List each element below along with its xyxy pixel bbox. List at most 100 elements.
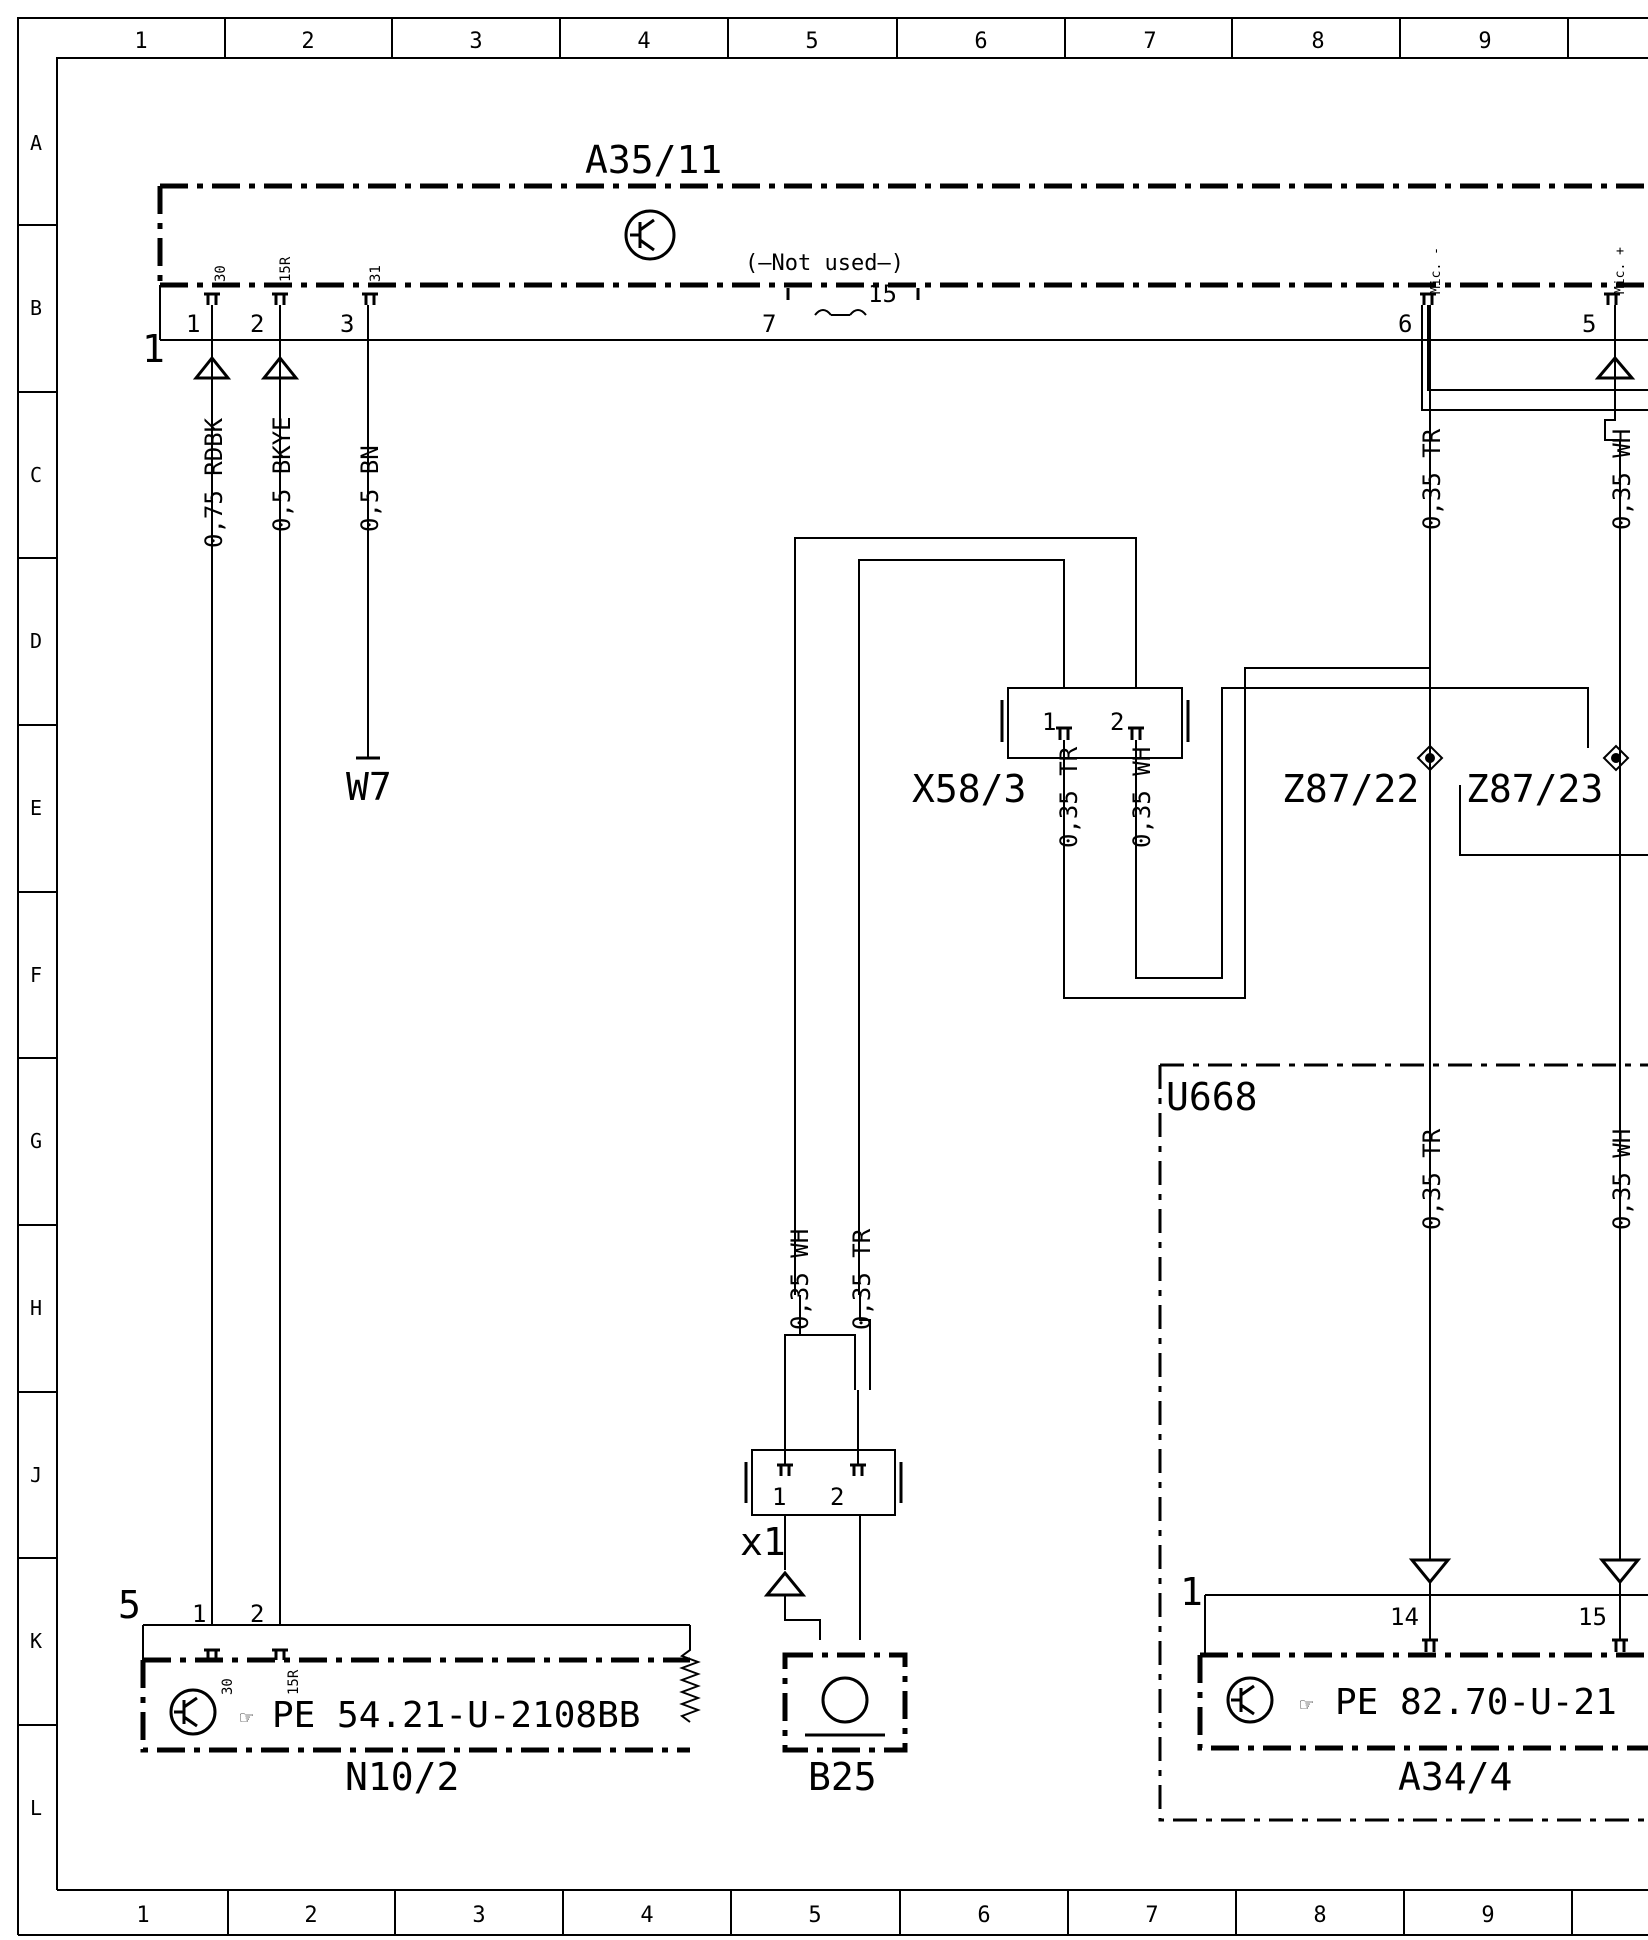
column-label: 1 <box>134 29 147 54</box>
reference-hand-icon: ☞ <box>240 1706 253 1731</box>
terminal-label: 15R <box>286 1669 302 1695</box>
column-label: 3 <box>472 1903 485 1928</box>
microphone-icon <box>805 1676 885 1737</box>
column-label: 9 <box>1481 1903 1494 1928</box>
column-label: 4 <box>640 1903 653 1928</box>
wire-label: 0,35 TR <box>848 1228 876 1330</box>
column-label: 6 <box>974 29 987 54</box>
terminal-label: Mic. + <box>1613 247 1628 294</box>
pin-number: 7 <box>762 310 776 338</box>
wire-label: 0,35 TR <box>1418 1128 1446 1230</box>
column-label: 5 <box>808 1903 821 1928</box>
row-label: E <box>30 796 42 820</box>
pin-number: 1 <box>192 1600 206 1628</box>
row-label: D <box>30 629 42 653</box>
column-label: 7 <box>1143 29 1156 54</box>
row-label: H <box>30 1296 42 1320</box>
row-label: C <box>30 463 42 487</box>
connector-x1: 1 2 x1 <box>740 1295 903 1564</box>
row-label: B <box>30 296 42 320</box>
wire-label: 0,35 WH <box>1608 429 1636 530</box>
splice-z87-23 <box>1602 744 1630 772</box>
component-label-u668: U668 <box>1166 1075 1258 1119</box>
column-label: 4 <box>637 29 650 54</box>
row-labels: A B C D E F G H J K L <box>30 131 42 1820</box>
dashed-box <box>1158 1063 1648 1822</box>
middle-wiring <box>794 537 1589 1295</box>
column-label: 1 <box>136 1903 149 1928</box>
not-used-note: (—Not used—) <box>745 251 904 276</box>
wire-label: 0,35 WH <box>1608 1129 1636 1230</box>
pin-number: 1 <box>772 1483 786 1511</box>
component-label-x58-3: X58/3 <box>912 767 1026 811</box>
splice-z87-22 <box>1416 744 1444 772</box>
wire-label: 0,35 WH <box>786 1229 814 1330</box>
left-wiring <box>192 305 380 1625</box>
pin-number: 15 <box>868 280 897 308</box>
dashed-box <box>157 183 1648 288</box>
column-label: 8 <box>1311 29 1324 54</box>
bus-number: 1 <box>142 327 165 371</box>
dashed-box <box>140 1657 690 1753</box>
pin-number: 15 <box>1578 1603 1607 1631</box>
wire-label-bn: 0,5 BN <box>356 445 384 532</box>
column-label: 6 <box>977 1903 990 1928</box>
pin-number: 14 <box>1390 1603 1419 1631</box>
component-b25: B25 <box>763 1515 908 1799</box>
terminal-label: Mic. - <box>1429 247 1444 294</box>
component-label-x1: x1 <box>740 1520 786 1564</box>
pin-number: 1 <box>186 310 200 338</box>
pin-number: 5 <box>1582 310 1596 338</box>
component-a35-11: A35/11 (—Not used—) 1 1 2 3 7 15 6 5 30 … <box>142 138 1648 371</box>
row-label: G <box>30 1129 42 1153</box>
drawing-frame <box>17 17 1648 1936</box>
terminal-label: 15R <box>278 256 294 282</box>
reference-text: PE 54.21-U-2108BB <box>272 1695 640 1736</box>
component-label-a35-11: A35/11 <box>585 138 722 182</box>
control-unit-icon <box>1226 1676 1274 1724</box>
row-label: A <box>30 131 42 155</box>
row-label: J <box>30 1463 42 1487</box>
component-label-z87-23: Z87/23 <box>1466 767 1603 811</box>
pin-number: 2 <box>250 310 264 338</box>
component-x58-3: 1 2 X58/3 <box>912 687 1190 811</box>
terminal-label: 30 <box>220 1678 236 1695</box>
terminal-label: 31 <box>368 265 384 282</box>
pin-number: 3 <box>340 310 354 338</box>
right-wiring <box>1421 305 1648 1560</box>
column-label: 2 <box>301 29 314 54</box>
column-labels-bottom: 1 2 3 4 5 6 7 8 9 <box>136 1903 1494 1928</box>
component-n10-2: 5 1 2 30 15R ☞ PE 54.21-U-2108BB N10/2 <box>118 1583 701 1799</box>
column-label: 8 <box>1313 1903 1326 1928</box>
column-label: 3 <box>469 29 482 54</box>
reference-hand-icon: ☞ <box>1300 1693 1313 1718</box>
wire-label-bkye: 0,5 BKYE <box>268 416 296 532</box>
bus-line <box>159 285 1648 341</box>
wire-label-rdbk: 0,75 RDBK <box>200 417 228 548</box>
component-u668: U668 <box>1158 1063 1648 1822</box>
component-label-a34-4: A34/4 <box>1398 1755 1512 1799</box>
pin-number: 1 <box>1042 708 1056 736</box>
column-label: 2 <box>304 1903 317 1928</box>
pin-number: 6 <box>1398 310 1412 338</box>
column-label: 7 <box>1145 1903 1158 1928</box>
column-label: 5 <box>805 29 818 54</box>
component-label-w7: W7 <box>346 765 392 809</box>
pin-number: 2 <box>250 1600 264 1628</box>
row-label: K <box>30 1629 42 1653</box>
row-label: L <box>30 1796 42 1820</box>
component-label-b25: B25 <box>808 1755 877 1799</box>
control-unit-icon <box>169 1688 217 1736</box>
dashed-box <box>1197 1652 1648 1751</box>
bus-number: 1 <box>1180 1570 1203 1614</box>
control-unit-icon <box>624 209 676 261</box>
wire-label: 0,35 TR <box>1055 746 1083 848</box>
bus-number: 5 <box>118 1583 141 1627</box>
row-label: F <box>30 963 42 987</box>
pin-number: 2 <box>830 1483 844 1511</box>
pin-symbols <box>204 288 1620 316</box>
break-mark <box>679 1625 701 1723</box>
component-label-n10-2: N10/2 <box>345 1755 459 1799</box>
pin-number: 2 <box>1110 708 1124 736</box>
